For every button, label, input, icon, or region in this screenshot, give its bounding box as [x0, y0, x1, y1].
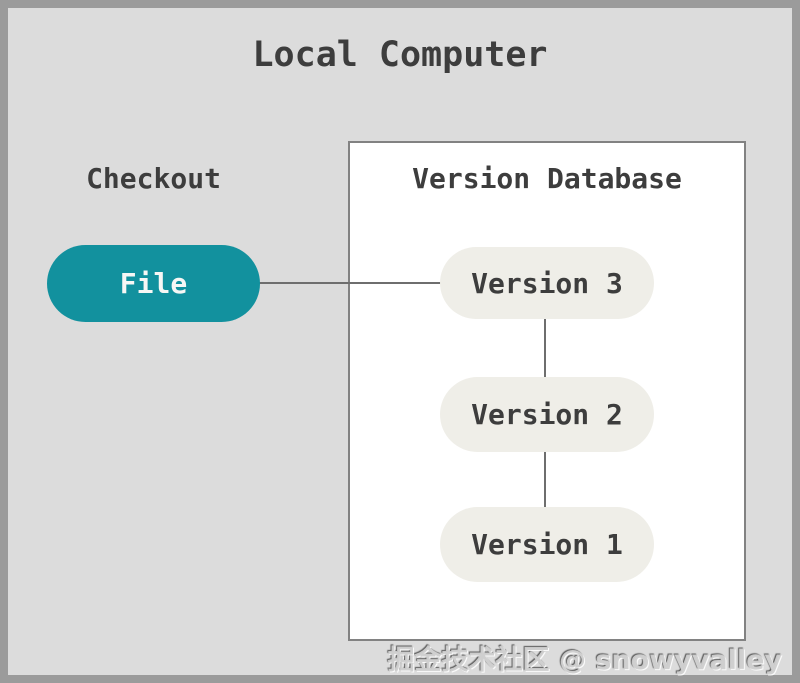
diagram-title: Local Computer [252, 35, 548, 75]
connector-version2-to-version1 [544, 451, 546, 508]
connector-version3-to-version2 [544, 318, 546, 378]
diagram-canvas: Local Computer Checkout Version Database… [8, 8, 792, 676]
version-3-node: Version 3 [440, 247, 654, 319]
connector-file-to-version3 [258, 282, 442, 284]
file-node: File [47, 245, 260, 322]
version-2-node: Version 2 [440, 377, 654, 452]
version-database-title: Version Database [412, 162, 682, 195]
watermark: 掘金技术社区 @ snowyvalley [387, 645, 782, 676]
checkout-label: Checkout [86, 162, 221, 195]
version-1-node: Version 1 [440, 507, 654, 582]
